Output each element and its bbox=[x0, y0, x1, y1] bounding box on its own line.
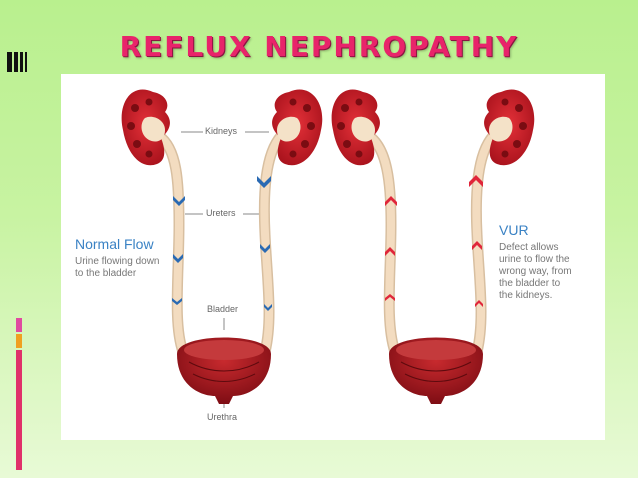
vur-right-ureter bbox=[470, 130, 499, 358]
normal-right-kidney bbox=[272, 89, 323, 166]
vur-left-ureter bbox=[363, 130, 401, 358]
vur-flow-arrows bbox=[385, 175, 483, 307]
vur-right-kidney bbox=[484, 89, 535, 166]
normal-left-kidney bbox=[121, 89, 170, 166]
label-bladder: Bladder bbox=[207, 304, 239, 314]
diagram-panel: Kidneys Ureters Bladder Urethra Normal F… bbox=[61, 74, 605, 440]
label-kidneys: Kidneys bbox=[205, 126, 238, 136]
normal-flow-description: Urine flowing down to the bladder bbox=[75, 256, 160, 279]
vur-bladder bbox=[389, 337, 483, 404]
normal-left-ureter bbox=[153, 130, 189, 358]
reflux-diagram bbox=[121, 89, 535, 408]
normal-right-ureter bbox=[258, 130, 287, 358]
normal-flow-arrows bbox=[172, 176, 272, 311]
side-bar-pink bbox=[16, 318, 22, 332]
decoration-mark bbox=[7, 52, 29, 74]
normal-bladder bbox=[177, 337, 271, 404]
vur-description: Defect allows urine to flow the wrong wa… bbox=[499, 242, 572, 301]
normal-flow-heading: Normal Flow bbox=[75, 236, 154, 252]
vur-heading: VUR bbox=[499, 222, 529, 238]
vur-left-kidney bbox=[331, 89, 380, 166]
side-bar-magenta bbox=[16, 350, 22, 470]
slide-title: REFLUX NEPHROPATHY bbox=[119, 30, 519, 63]
side-bar-orange bbox=[16, 334, 22, 348]
label-urethra: Urethra bbox=[207, 412, 238, 422]
label-ureters: Ureters bbox=[206, 208, 236, 218]
